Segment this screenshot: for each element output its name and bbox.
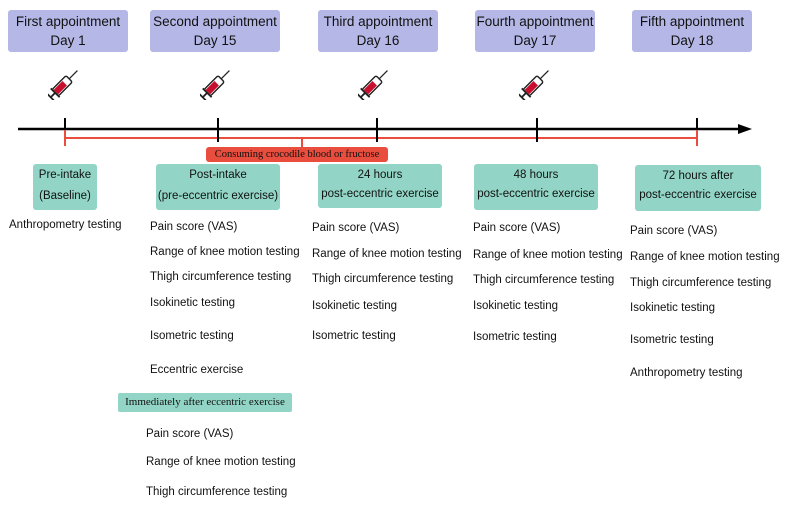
- col3-item-2: Range of knee motion testing: [312, 248, 462, 260]
- phase-3-line1: 24 hours: [357, 169, 403, 181]
- col4-item-2: Range of knee motion testing: [473, 249, 623, 261]
- phase-3: 24 hours post-eccentric exercise: [318, 164, 442, 208]
- phase-2: Post-intake (pre-eccentric exercise): [156, 164, 280, 210]
- appointment-3-title: Third appointment: [323, 14, 433, 29]
- col2-item-6: Eccentric exercise: [150, 364, 244, 376]
- appointment-4-title: Fourth appointment: [476, 14, 594, 29]
- col2-item-5: Isometric testing: [150, 330, 234, 342]
- col2-item-1: Pain score (VAS): [150, 221, 238, 233]
- col4-item-4: Isokinetic testing: [473, 300, 559, 312]
- col4-item-1: Pain score (VAS): [473, 222, 561, 234]
- col5-item-6: Anthropometry testing: [630, 367, 743, 379]
- phase-5: 72 hours after post-eccentric exercise: [635, 165, 761, 211]
- col3-item-1: Pain score (VAS): [312, 222, 400, 234]
- phase-4: 48 hours post-eccentric exercise: [474, 164, 598, 210]
- timeline-arrowhead: [738, 124, 752, 134]
- syringe-icon: [358, 70, 388, 100]
- immediate-item-3: Thigh circumference testing: [146, 486, 288, 498]
- col5-item-3: Thigh circumference testing: [630, 277, 772, 289]
- appointment-5-day: Day 18: [670, 33, 714, 48]
- col2-item-3: Thigh circumference testing: [150, 271, 292, 283]
- syringe-icon: [48, 70, 78, 100]
- col4-item-3: Thigh circumference testing: [473, 274, 615, 286]
- syringe-icon: [519, 70, 549, 100]
- appointment-1-title: First appointment: [15, 14, 121, 29]
- phase-2-line2: (pre-eccentric exercise): [157, 190, 279, 202]
- phase-1-line1: Pre-intake: [38, 169, 92, 181]
- appointment-2-day: Day 15: [193, 33, 237, 48]
- phase-3-line2: post-eccentric exercise: [321, 188, 439, 200]
- col1-item-1: Anthropometry testing: [9, 219, 122, 231]
- immediate-item-2: Range of knee motion testing: [146, 456, 296, 468]
- phase-5-line1: 72 hours after: [662, 170, 734, 182]
- phase-5-line2: post-eccentric exercise: [639, 189, 757, 201]
- immediate-item-1: Pain score (VAS): [146, 428, 234, 440]
- appointment-4: Fourth appointment Day 17: [475, 10, 595, 52]
- col5-item-2: Range of knee motion testing: [630, 251, 780, 263]
- syringe-icon: [200, 70, 230, 100]
- intake-period-label: Consuming crocodile blood or fructose: [206, 147, 388, 162]
- appointment-3: Third appointment Day 16: [318, 10, 438, 52]
- phase-4-line2: post-eccentric exercise: [477, 188, 595, 200]
- appointment-3-day: Day 16: [356, 33, 400, 48]
- appointment-1-day: Day 1: [50, 33, 86, 48]
- appointment-5-title: Fifth appointment: [639, 14, 745, 29]
- appointment-5: Fifth appointment Day 18: [632, 10, 752, 52]
- col2-item-2: Range of knee motion testing: [150, 246, 300, 258]
- appointment-4-day: Day 17: [513, 33, 557, 48]
- appointment-1: First appointment Day 1: [8, 10, 128, 52]
- phase-4-line1: 48 hours: [513, 169, 559, 181]
- immediate-after-label: Immediately after eccentric exercise: [118, 393, 292, 412]
- col5-item-5: Isometric testing: [630, 334, 714, 346]
- phase-1-line2: (Baseline): [39, 190, 91, 202]
- col3-item-5: Isometric testing: [312, 330, 396, 342]
- col2-item-4: Isokinetic testing: [150, 297, 236, 309]
- appointment-2: Second appointment Day 15: [150, 10, 280, 52]
- phase-1: Pre-intake (Baseline): [33, 164, 97, 210]
- col4-item-5: Isometric testing: [473, 331, 557, 343]
- col5-item-1: Pain score (VAS): [630, 225, 718, 237]
- appointment-2-title: Second appointment: [153, 14, 277, 29]
- col3-item-4: Isokinetic testing: [312, 300, 398, 312]
- col3-item-3: Thigh circumference testing: [312, 273, 454, 285]
- phase-2-line1: Post-intake: [189, 169, 247, 181]
- col5-item-4: Isokinetic testing: [630, 302, 716, 314]
